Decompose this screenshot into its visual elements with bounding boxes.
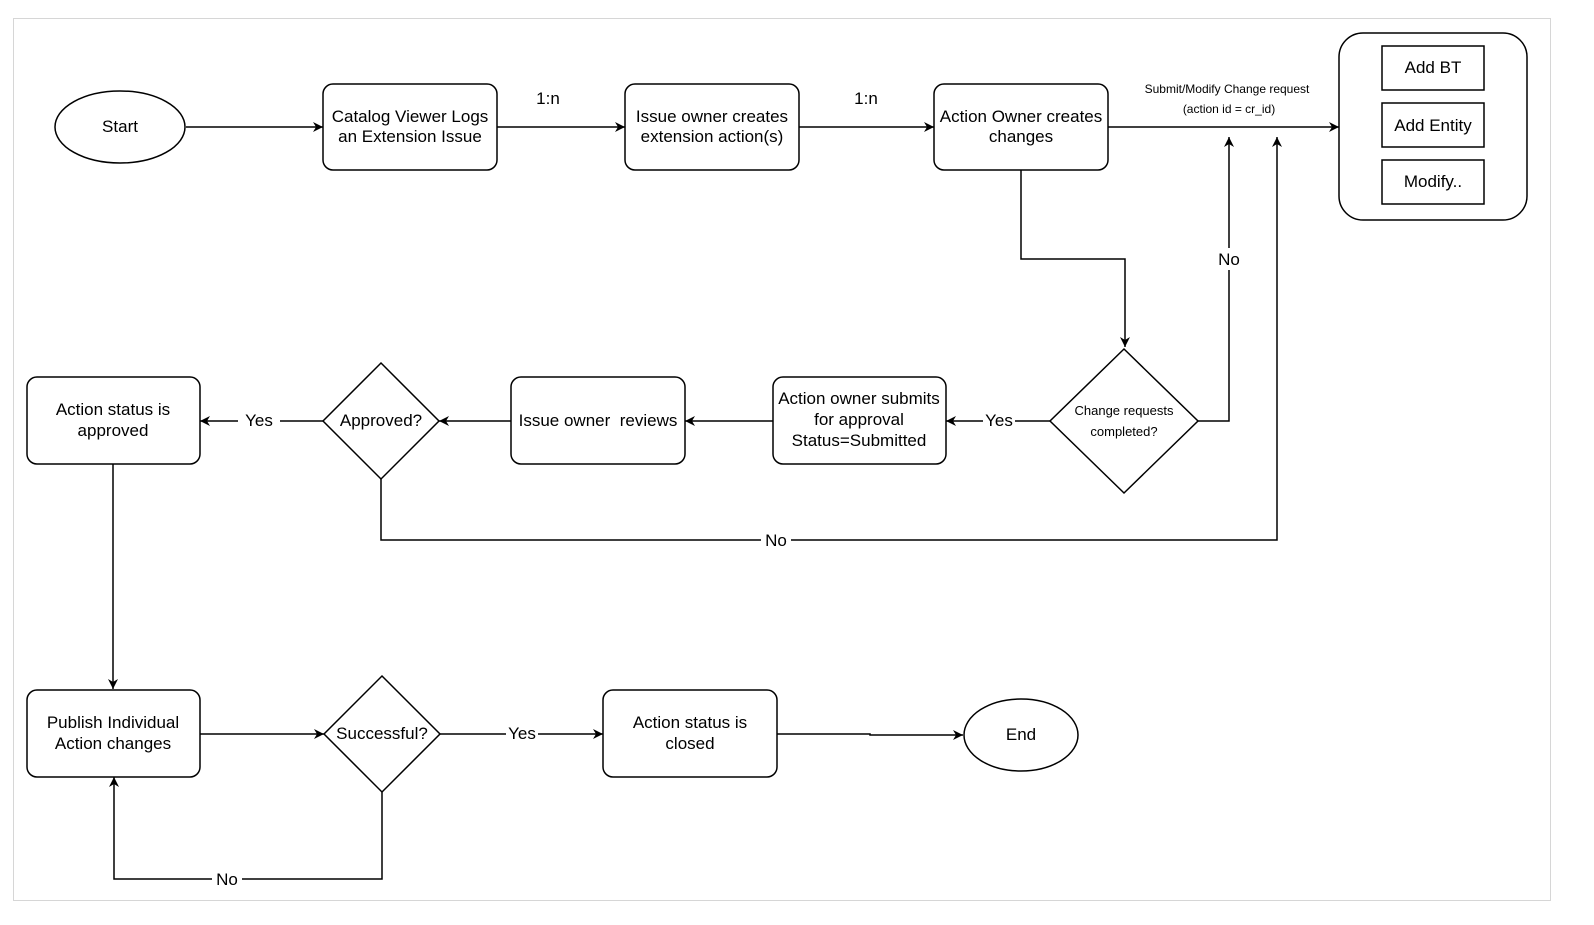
svg-text:Publish Individual: Publish Individual <box>47 713 179 732</box>
svg-text:closed: closed <box>665 734 714 753</box>
label-approved-no: No <box>765 531 787 550</box>
node-publish-changes: Publish Individual Action changes <box>26 689 201 778</box>
item-add-bt: Add BT <box>1405 58 1462 77</box>
svg-text:Action changes: Action changes <box>55 734 171 753</box>
svg-text:changes: changes <box>989 127 1053 146</box>
svg-text:Issue owner creates: Issue owner creates <box>636 107 788 126</box>
svg-text:extension action(s): extension action(s) <box>641 127 784 146</box>
label-change-yes: Yes <box>985 411 1013 430</box>
edge-closed-end <box>777 730 963 740</box>
label-successful-yes: Yes <box>508 724 536 743</box>
item-modify: Modify.. <box>1404 172 1462 191</box>
node-start: Start <box>54 90 186 164</box>
edge-approved-no <box>380 137 1282 541</box>
node-change-requests-completed: Change requests completed? <box>1048 347 1200 495</box>
node-action-status-approved: Action status is approved <box>26 376 201 465</box>
svg-text:for approval: for approval <box>814 410 904 429</box>
node-change-container: Add BT Add Entity Modify.. <box>1338 32 1528 221</box>
svg-text:Action status is: Action status is <box>633 713 747 732</box>
svg-text:Action status is: Action status is <box>56 400 170 419</box>
node-action-owner-creates: Action Owner creates changes <box>933 83 1109 171</box>
diagram-frame <box>13 18 1551 901</box>
node-issue-owner-reviews: Issue owner reviews <box>510 376 686 465</box>
label-change-no: No <box>1218 250 1240 269</box>
node-approved-decision: Approved? <box>321 361 441 481</box>
label-catalog-issue: 1:n <box>536 89 560 108</box>
edge-change-no <box>1198 137 1234 422</box>
edge-successful-no <box>109 777 383 880</box>
item-add-entity: Add Entity <box>1394 116 1472 135</box>
svg-text:Approved?: Approved? <box>340 411 422 430</box>
svg-text:Action Owner creates: Action Owner creates <box>940 107 1103 126</box>
edge-action-change <box>1020 170 1130 347</box>
svg-text:Action owner submits: Action owner submits <box>778 389 940 408</box>
label-successful-no: No <box>216 870 238 889</box>
node-end: End <box>963 698 1079 772</box>
label-submit-request-1: Submit/Modify Change request <box>1145 82 1310 96</box>
svg-text:Catalog Viewer Logs: Catalog Viewer Logs <box>332 107 489 126</box>
svg-text:approved: approved <box>78 421 149 440</box>
node-action-owner-submits: Action owner submits for approval Status… <box>772 376 947 465</box>
label-issue-action: 1:n <box>854 89 878 108</box>
node-catalog-viewer: Catalog Viewer Logs an Extension Issue <box>322 83 498 171</box>
label-submit-request-2: (action id = cr_id) <box>1183 102 1275 116</box>
node-successful-decision: Successful? <box>322 674 442 794</box>
svg-text:Change requests: Change requests <box>1074 403 1174 418</box>
node-action-status-closed: Action status is closed <box>602 689 778 778</box>
svg-text:completed?: completed? <box>1090 424 1157 439</box>
label-approved-yes: Yes <box>245 411 273 430</box>
svg-text:End: End <box>1006 725 1036 744</box>
svg-text:Successful?: Successful? <box>336 724 428 743</box>
svg-text:an Extension Issue: an Extension Issue <box>338 127 482 146</box>
svg-text:Issue owner reviews: Issue owner reviews <box>519 411 678 430</box>
svg-text:Status=Submitted: Status=Submitted <box>792 431 927 450</box>
node-issue-owner-creates: Issue owner creates extension action(s) <box>624 83 800 171</box>
svg-text:Start: Start <box>102 117 138 136</box>
